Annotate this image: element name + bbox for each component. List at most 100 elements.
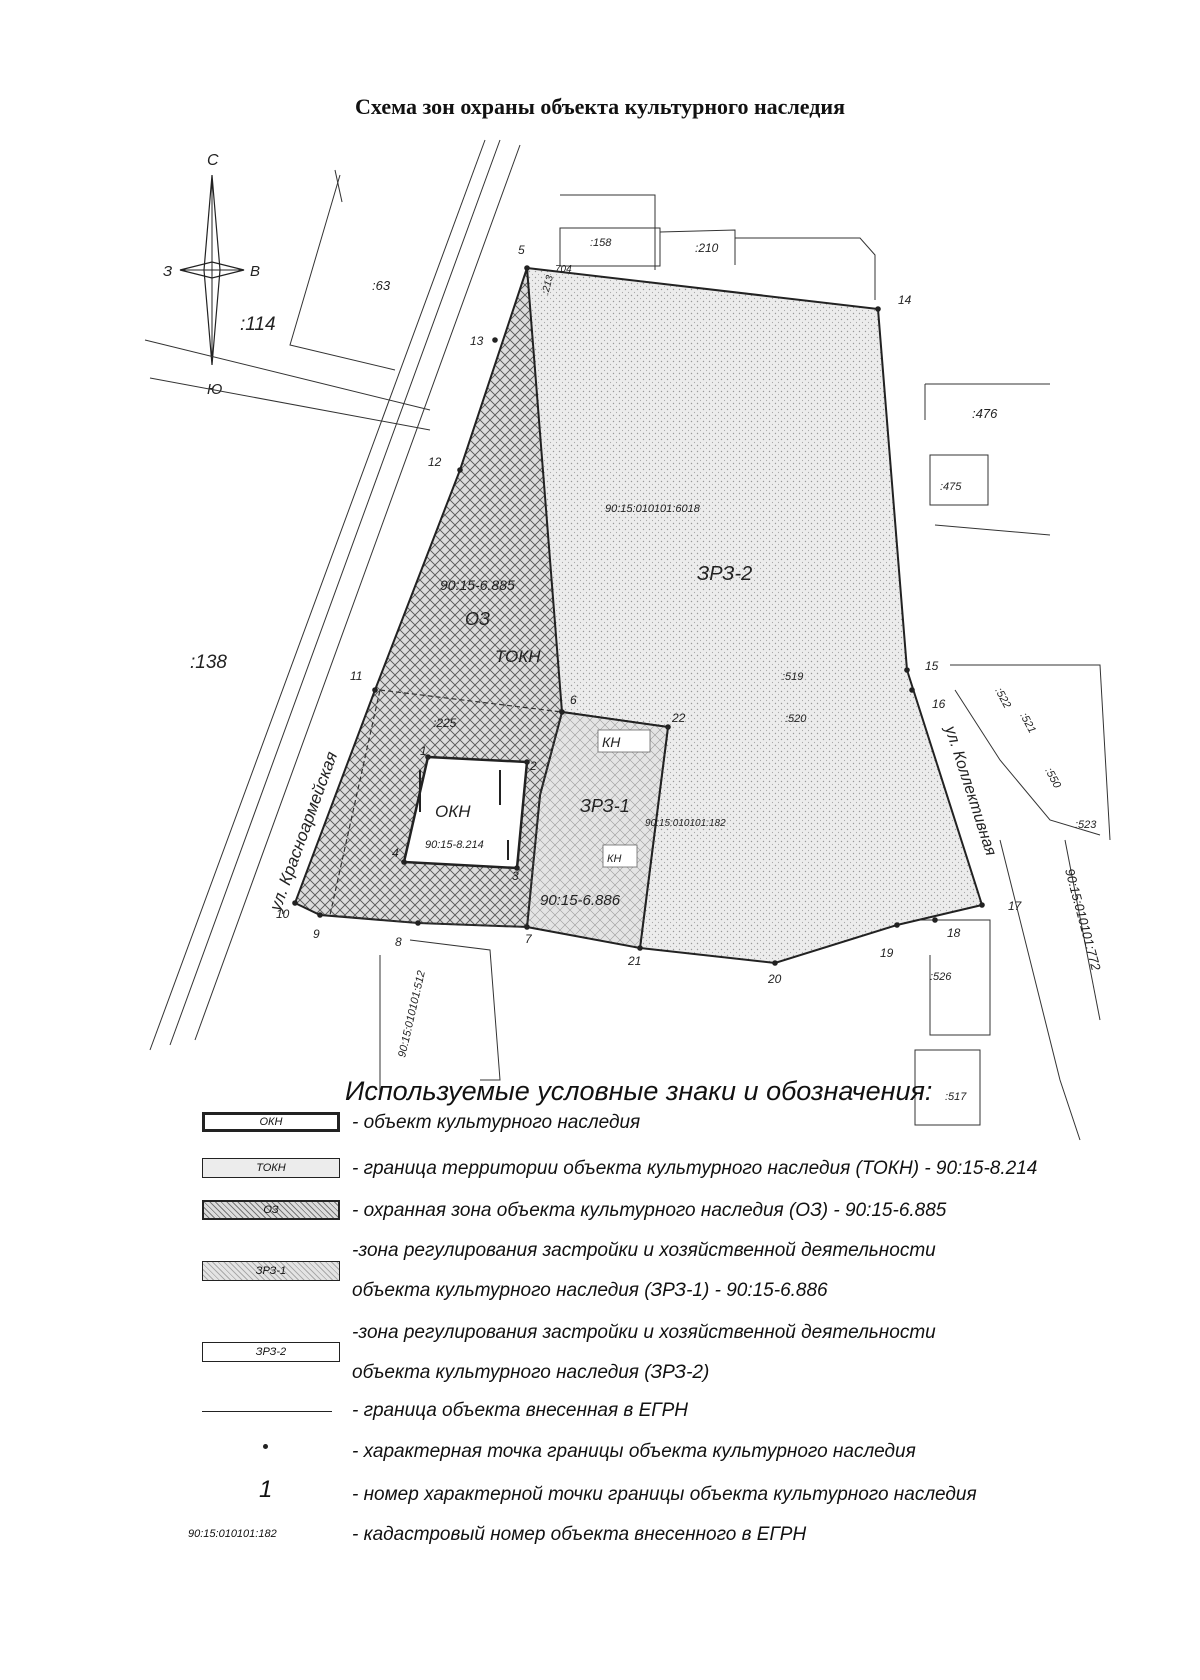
- characteristic-point: [979, 902, 985, 908]
- parcel-label: :63: [372, 278, 391, 293]
- parcel-label: :520: [785, 713, 807, 725]
- characteristic-point: [492, 337, 498, 343]
- characteristic-point: [559, 709, 565, 715]
- parcel-label: :550: [1042, 766, 1063, 791]
- characteristic-point: [401, 859, 407, 865]
- parcel-label: :521: [1017, 711, 1038, 736]
- parcel-label: :158: [590, 237, 612, 249]
- parcel-label: :476: [972, 406, 998, 421]
- characteristic-point: [317, 912, 323, 918]
- point-number: 13: [470, 334, 484, 348]
- characteristic-point: [524, 759, 530, 765]
- point-number: 10: [276, 907, 290, 921]
- characteristic-point: [665, 724, 671, 730]
- point-number: 19: [880, 946, 894, 960]
- characteristic-point: [904, 667, 910, 673]
- compass-west-label: З: [163, 263, 172, 280]
- characteristic-point: [457, 467, 463, 473]
- point-number: 17: [1008, 899, 1023, 913]
- legend-text: объекта культурного наследия (ЗРЗ-2): [352, 1362, 710, 1383]
- parcel-label: :114: [240, 314, 276, 335]
- parcel-label: 704: [555, 264, 572, 275]
- characteristic-point: [932, 917, 938, 923]
- legend-swatch-zrz2: ЗРЗ-2: [202, 1342, 340, 1362]
- okn-code-label: 90:15-8.214: [425, 839, 484, 851]
- compass-rose: С Ю З В: [163, 152, 260, 398]
- legend-swatch-okn: ОКН: [202, 1112, 340, 1132]
- characteristic-point: [372, 687, 378, 693]
- parcel-label: :519: [782, 671, 803, 683]
- characteristic-points: [292, 265, 985, 966]
- characteristic-point: [875, 306, 881, 312]
- point-number: 16: [932, 697, 946, 711]
- parcel-label: :138: [190, 652, 227, 673]
- characteristic-point: [772, 960, 778, 966]
- point-number: 6: [570, 693, 577, 707]
- legend-cadastral-symbol: 90:15:010101:182: [188, 1528, 277, 1540]
- legend-text: - характерная точка границы объекта куль…: [352, 1441, 916, 1462]
- legend-text: объекта культурного наследия (ЗРЗ-1) - 9…: [352, 1280, 828, 1301]
- legend-text: -зона регулирования застройки и хозяйств…: [352, 1322, 936, 1343]
- point-number: 20: [767, 972, 782, 986]
- parcel-label: :210: [695, 241, 719, 255]
- parcel-label: :522: [992, 686, 1013, 711]
- legend-text: - кадастровый номер объекта внесенного в…: [352, 1524, 807, 1545]
- characteristic-point: [524, 924, 530, 930]
- point-number: 3: [512, 869, 519, 883]
- kn-label: КН: [607, 853, 621, 865]
- legend-swatch-zrz1: ЗРЗ-1: [202, 1261, 340, 1281]
- parcel-label: :517: [945, 1091, 967, 1103]
- parcel-label: :523: [1075, 819, 1097, 831]
- characteristic-point: [909, 687, 915, 693]
- point-number: 11: [350, 669, 362, 683]
- legend-heading: Используемые условные знаки и обозначени…: [345, 1076, 933, 1106]
- cadastral-number: 90:15:010101:512: [396, 970, 428, 1059]
- legend-text: -зона регулирования застройки и хозяйств…: [352, 1240, 936, 1261]
- parcel-label: :225: [433, 716, 457, 730]
- tokn-label: ТОКН: [495, 647, 541, 666]
- point-number: 1: [420, 744, 427, 758]
- oz-label: ОЗ: [465, 609, 490, 629]
- page-title: Схема зон охраны объекта культурного нас…: [355, 94, 845, 119]
- legend-text: - граница объекта внесенная в ЕГРН: [352, 1400, 688, 1421]
- characteristic-point: [292, 900, 298, 906]
- point-number: 14: [898, 293, 912, 307]
- legend-number-symbol: 1: [259, 1476, 273, 1503]
- point-number: 15: [925, 659, 939, 673]
- zrz1-code-label: 90:15-6.886: [540, 892, 621, 909]
- point-number: 9: [313, 927, 320, 941]
- parcel-label: :213: [540, 274, 556, 296]
- point-number: 7: [525, 932, 533, 946]
- legend-line-egrn: [202, 1411, 332, 1412]
- legend-point-symbol: [263, 1444, 268, 1449]
- point-number: 4: [392, 846, 399, 860]
- cadastral-number: 90:15:010101:6018: [605, 503, 701, 515]
- point-numbers: 1 2 3 4 5 6 7 8 9 10 11 12 13 14 15 16 1…: [276, 243, 1023, 986]
- legend-swatch-oz: ОЗ: [202, 1200, 340, 1220]
- legend-text: - объект культурного наследия: [352, 1112, 641, 1133]
- point-number: 18: [947, 926, 961, 940]
- zrz2-label: ЗРЗ-2: [697, 563, 752, 585]
- point-number: 5: [518, 243, 525, 257]
- characteristic-point: [425, 754, 431, 760]
- characteristic-point: [514, 865, 520, 871]
- point-number: 2: [529, 759, 537, 773]
- legend-text: - охранная зона объекта культурного насл…: [352, 1200, 947, 1221]
- legend-text: - номер характерной точки границы объект…: [352, 1484, 977, 1505]
- legend-swatch-tokn: ТОКН: [202, 1158, 340, 1178]
- parcel-label: :475: [940, 481, 962, 493]
- kn-label: КН: [602, 734, 621, 750]
- okn-label: ОКН: [435, 802, 471, 821]
- cadastral-number: 90:15:010101:182: [645, 818, 726, 829]
- zrz1-label: ЗРЗ-1: [580, 796, 630, 816]
- compass-south-label: Ю: [207, 381, 222, 398]
- point-number: 22: [671, 711, 686, 725]
- background-lines: [144, 139, 1111, 1141]
- legend-text: - граница территории объекта культурного…: [352, 1158, 1038, 1179]
- compass-east-label: В: [250, 263, 260, 280]
- characteristic-point: [894, 922, 900, 928]
- characteristic-point: [415, 920, 421, 926]
- zone-labels: ЗРЗ-2 90:15-6.885 ОЗ ТОКН ОКН 90:15-8.21…: [425, 563, 752, 909]
- oz-code-label: 90:15-6.885: [440, 577, 515, 593]
